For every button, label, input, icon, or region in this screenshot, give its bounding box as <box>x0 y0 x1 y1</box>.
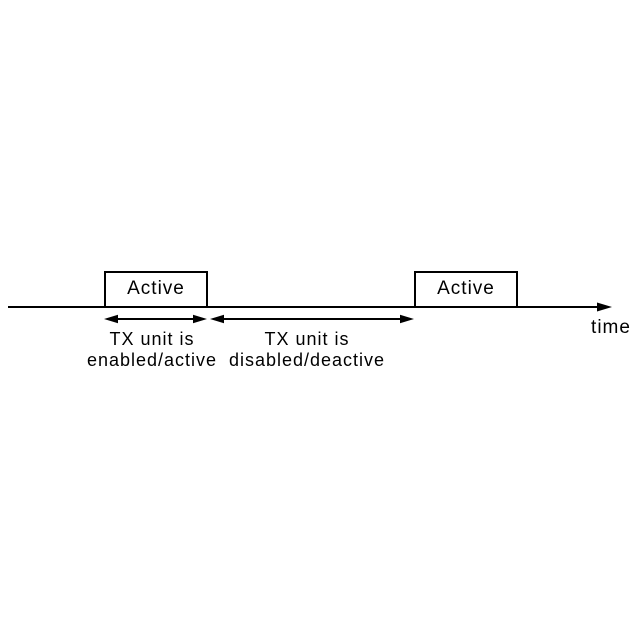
disabled-interval-right-arrowhead-icon <box>400 314 414 324</box>
active-pulse-box-2: Active <box>414 271 518 308</box>
enabled-interval-annotation: TX unit is enabled/active <box>52 329 252 371</box>
enabled-interval-left-arrowhead-icon <box>104 314 118 324</box>
active-pulse-box-1: Active <box>104 271 208 308</box>
time-axis <box>8 302 612 312</box>
disabled-interval-left-arrowhead-icon <box>210 314 224 324</box>
disabled-interval-arrow <box>210 314 414 324</box>
disabled-interval-annotation-line2: disabled/deactive <box>228 350 386 370</box>
active-pulse-box-2-label: Active <box>437 277 495 299</box>
enabled-interval-right-arrowhead-icon <box>193 314 207 324</box>
enabled-interval-arrow <box>104 314 207 324</box>
enabled-interval-annotation-line2: enabled/active <box>86 350 218 370</box>
active-pulse-box-1-label: Active <box>127 277 185 299</box>
disabled-interval-annotation: TX unit is disabled/deactive <box>207 329 407 371</box>
enabled-interval-annotation-line1: TX unit is <box>109 329 195 349</box>
time-axis-arrowhead-icon <box>597 302 612 312</box>
disabled-interval-annotation-line1: TX unit is <box>264 329 350 349</box>
time-axis-label: time <box>591 317 631 338</box>
